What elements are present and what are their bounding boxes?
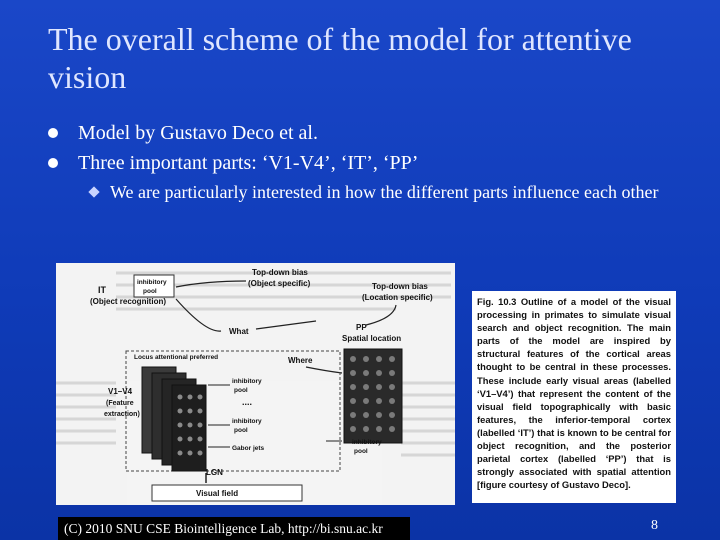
bullet-dot-icon [48,158,58,168]
inhibitory-pool-2-label: inhibitory [232,418,262,425]
object-bias-arrow [175,280,247,288]
bullet-item: Model by Gustavo Deco et al. [48,118,688,148]
visual-field-box [151,484,303,502]
bullet-item: Three important parts: ‘V1-V4’, ‘IT’, ‘P… [48,148,688,178]
it-label: IT [98,285,107,295]
visual-field-label: Visual field [196,489,238,498]
where-arrow [305,366,343,374]
pp-pool-label: pool [354,448,368,455]
extraction-label: extraction) [104,411,140,418]
feature-label: (Feature [106,400,134,407]
bullet-dot-icon [48,128,58,138]
figure-caption: Fig. 10.3 Outline of a model of the visu… [472,291,676,503]
gabor-jets-label: Gabor jets [232,445,265,452]
location-specific-label: (Location specific) [362,293,433,302]
object-specific-label: (Object specific) [248,279,311,288]
locus-label: Locus attentional preferred [134,354,218,361]
pp-grid [343,348,403,444]
model-diagram: IT (Object recognition) inhibitory pool … [56,263,455,505]
pool-2-label: pool [234,427,248,434]
top-down-bias-object-label: Top-down bias [252,268,308,277]
bullet-list: Model by Gustavo Deco et al. Three impor… [48,118,688,205]
inhibitory-pool-1-label: inhibitory [232,378,262,385]
locus-attention-box [125,350,341,472]
sub-bullet-item: We are particularly interested in how th… [88,180,688,205]
v1v4-label: V1–V4 [108,387,133,396]
pp-label: PP [356,323,367,332]
spatial-location-label: Spatial location [342,334,401,343]
page-number: 8 [651,518,658,533]
location-bias-arrow [365,304,397,326]
bullet-text: Model by Gustavo Deco et al. [78,122,318,144]
what-label: What [229,327,249,336]
dots-label: .... [242,397,252,407]
it-to-v1-arrow [175,298,222,332]
it-pool-label: pool [143,288,157,295]
sub-bullet-text: We are particularly interested in how th… [110,182,659,202]
what-arrow [255,320,317,330]
object-recognition-label: (Object recognition) [90,297,166,306]
slide-title: The overall scheme of the model for atte… [48,21,632,95]
top-down-bias-location-label: Top-down bias [372,282,428,291]
model-figure: IT (Object recognition) inhibitory pool … [56,263,455,505]
bullet-text: Three important parts: ‘V1-V4’, ‘IT’, ‘P… [78,152,419,174]
v1v4-stack [141,366,207,472]
pp-inhibitory-label: inhibitory [352,439,382,446]
it-inhibitory-label: inhibitory [137,279,167,286]
it-inhibitory-pool-box [133,274,175,298]
lgn-label: LGN [206,468,223,477]
footer-bar: (C) 2010 SNU CSE Biointelligence Lab, ht… [58,517,410,540]
it-module: IT (Object recognition) inhibitory pool [90,274,175,306]
diamond-bullet-icon [88,186,100,198]
pool-1-label: pool [234,387,248,394]
where-label: Where [288,356,313,365]
